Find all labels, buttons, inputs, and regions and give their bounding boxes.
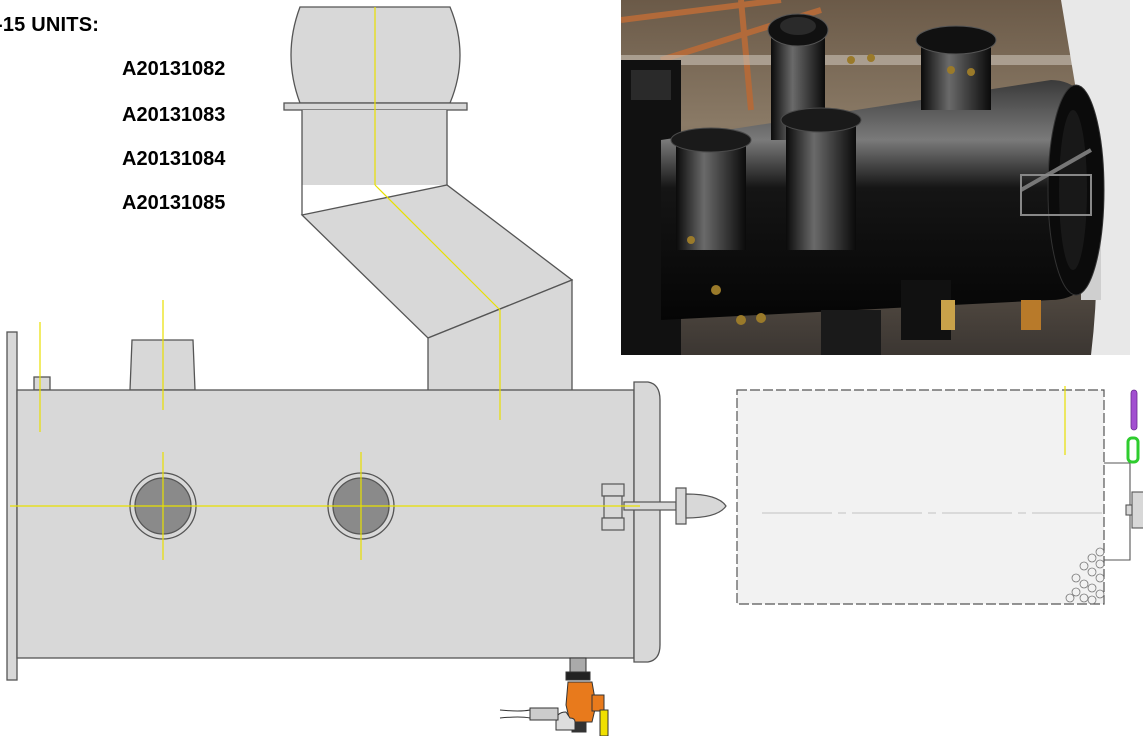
top-boss-small: [33, 376, 51, 391]
linkage-clevis: [675, 487, 687, 525]
insert-cylinder: [736, 389, 1105, 605]
insert-mount-block: [1131, 491, 1143, 529]
unit-serial-1: A20131082: [122, 58, 226, 80]
unit-serial-2: A20131083: [122, 104, 226, 126]
silencer-photo: [621, 0, 1130, 355]
right-end-cap: [633, 381, 661, 663]
unit-serial-4: A20131085: [122, 192, 226, 214]
drain-fitting: [569, 657, 587, 673]
perforation-pattern: [1065, 547, 1105, 605]
main-body: [16, 389, 635, 659]
centerlines: [10, 7, 1104, 560]
drain-elbow: [555, 711, 576, 731]
latch-clip: [1126, 389, 1140, 464]
linkage-bolt-head: [601, 483, 625, 497]
silencer-photo-illustration: [621, 0, 1130, 355]
valve-handle: [599, 709, 609, 736]
drain-valve: [565, 681, 597, 723]
unit-serial-3: A20131084: [122, 148, 226, 170]
units-heading: -15 UNITS:: [0, 14, 100, 36]
